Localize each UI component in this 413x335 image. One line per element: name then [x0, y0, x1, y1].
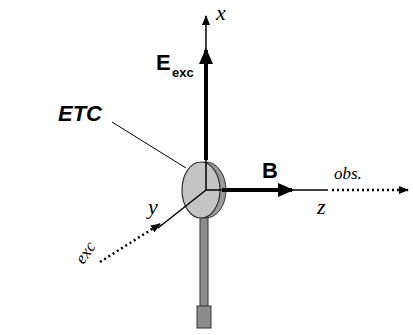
- leader-line: [112, 122, 186, 168]
- beam-label: exc: [72, 238, 99, 266]
- rod-base: [197, 306, 211, 328]
- sample-label: ETC: [58, 103, 102, 125]
- b-field-arrow: [222, 188, 292, 192]
- e-field-arrow: [204, 50, 208, 160]
- holder-rod: [200, 215, 208, 310]
- excitation-arrow: [100, 224, 160, 262]
- x-axis: [205, 16, 207, 190]
- beam-label: obs.: [334, 165, 362, 182]
- z-axis: [206, 189, 328, 191]
- observation-arrow: [332, 189, 408, 192]
- field-label: E: [156, 52, 171, 74]
- axis-label: z: [317, 196, 326, 218]
- axis-label: x: [216, 2, 226, 24]
- field-label: B: [262, 160, 278, 182]
- field-subscript: exc: [172, 66, 194, 79]
- y-axis: [158, 190, 206, 228]
- axis-label: y: [148, 196, 158, 218]
